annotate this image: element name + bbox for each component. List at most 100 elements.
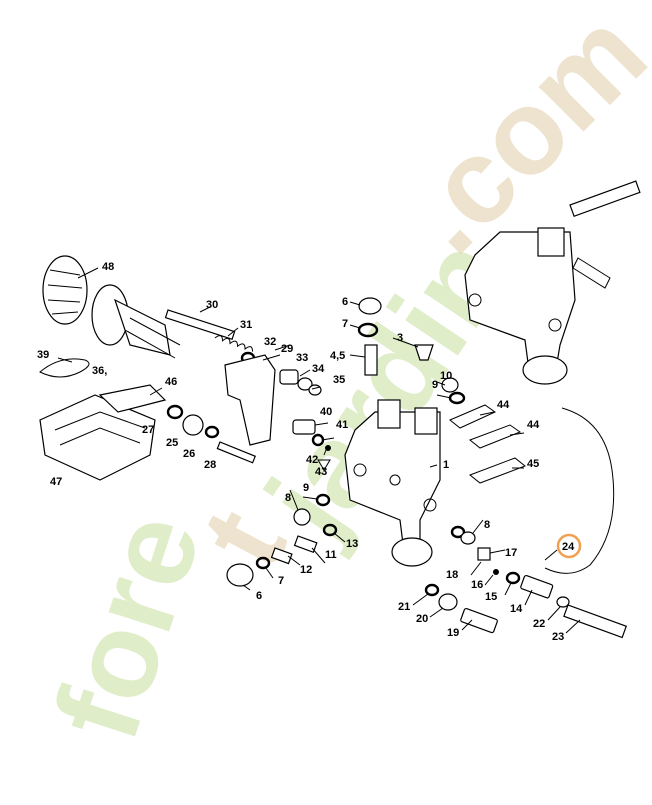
label-23: 23 [552, 631, 564, 643]
label-1: 1 [443, 459, 449, 471]
label-19: 19 [447, 627, 459, 639]
label-44b: 44 [527, 419, 540, 431]
label-47: 47 [50, 476, 62, 488]
label-29: 29 [281, 343, 293, 355]
valve-parts [279, 369, 331, 471]
label-17: 17 [505, 547, 517, 559]
label-9b: 9 [303, 482, 309, 494]
oring-13 [322, 523, 338, 537]
shaft-top [569, 180, 641, 218]
label-6b: 6 [256, 590, 262, 602]
label-15: 15 [485, 591, 497, 603]
lower-left-parts [226, 493, 338, 587]
pump-housing-top [464, 180, 641, 385]
part-33 [279, 369, 299, 385]
valve-4-5 [364, 344, 378, 376]
label-39: 39 [37, 349, 49, 361]
label-36: 36, [92, 365, 107, 377]
cap-10 [441, 377, 459, 393]
highlight-circle-24 [556, 533, 582, 559]
label-13: 13 [346, 538, 358, 550]
label-24: 24 [562, 541, 575, 553]
label-41: 41 [336, 419, 348, 431]
plug-6b [226, 563, 254, 587]
oring-9 [315, 493, 331, 507]
label-4-5: 4,5 [330, 350, 345, 362]
ball-16 [493, 569, 499, 575]
label-27: 27 [142, 424, 154, 436]
label-46: 46 [165, 376, 177, 388]
pump-housing-1 [344, 399, 441, 567]
oring-7b [255, 556, 271, 570]
label-48: 48 [102, 261, 114, 273]
label-8a: 8 [285, 492, 291, 504]
label-30: 30 [206, 299, 218, 311]
housing-neck-right [414, 407, 438, 435]
bolt-spring [164, 306, 256, 365]
label-16: 16 [471, 579, 483, 591]
oring-27 [166, 404, 184, 420]
fan-wheel [42, 255, 88, 325]
label-11: 11 [325, 549, 337, 561]
fan-assembly [39, 255, 181, 378]
oring-15 [505, 571, 521, 585]
label-25: 25 [166, 437, 178, 449]
fan-blades [47, 269, 83, 315]
cap-8a [293, 508, 311, 526]
housing-port [391, 537, 433, 567]
bolt-30 [164, 309, 236, 340]
label-7b: 7 [278, 575, 284, 587]
top-center-parts [357, 297, 466, 405]
label-32: 32 [264, 336, 276, 348]
label-10: 10 [440, 370, 452, 382]
spring-23 [563, 604, 628, 639]
label-14: 14 [510, 603, 523, 615]
label-20: 20 [416, 613, 428, 625]
plug-25 [182, 414, 204, 436]
leader-lines [149, 301, 581, 634]
label-18: 18 [446, 569, 458, 581]
brackets [449, 404, 526, 484]
switch-46 [98, 384, 167, 413]
label-33: 33 [296, 352, 308, 364]
plug-20 [438, 593, 458, 611]
part-12 [270, 547, 293, 565]
ball-42 [325, 445, 331, 451]
part-40 [292, 419, 316, 435]
bracket-45 [469, 457, 526, 484]
label-12: 12 [300, 564, 312, 576]
oring-21 [424, 583, 440, 597]
label-42: 42 [306, 454, 318, 466]
hose-24 [544, 407, 615, 574]
label-26: 26 [183, 448, 195, 460]
label-44a: 44 [497, 399, 510, 411]
label-8b: 8 [484, 519, 490, 531]
label-22: 22 [533, 618, 545, 630]
pin-28 [216, 441, 257, 464]
cap-8b [460, 531, 476, 545]
label-7a: 7 [342, 318, 348, 330]
fitting-19 [460, 607, 498, 634]
housing-neck-left [377, 399, 401, 429]
label-3: 3 [397, 332, 403, 344]
part-labels: 48 30 31 32 29 33 34 35 6 7 3 4,5 10 9 3… [37, 261, 575, 643]
label-28: 28 [204, 459, 216, 471]
switch-housing [39, 354, 276, 481]
fitting-14 [520, 574, 554, 599]
valve-3 [414, 344, 434, 361]
label-9a: 9 [432, 379, 438, 391]
bracket-44b [469, 424, 522, 449]
cap-6a [358, 297, 382, 315]
label-31: 31 [240, 319, 252, 331]
label-45: 45 [527, 458, 539, 470]
spring-31 [214, 335, 254, 352]
spring-17 [477, 547, 491, 561]
label-34: 34 [312, 363, 325, 375]
label-43: 43 [315, 466, 327, 478]
bracket-29 [224, 354, 276, 446]
part-34 [297, 377, 313, 391]
part-43 [317, 459, 331, 471]
oring-7a [357, 322, 379, 338]
